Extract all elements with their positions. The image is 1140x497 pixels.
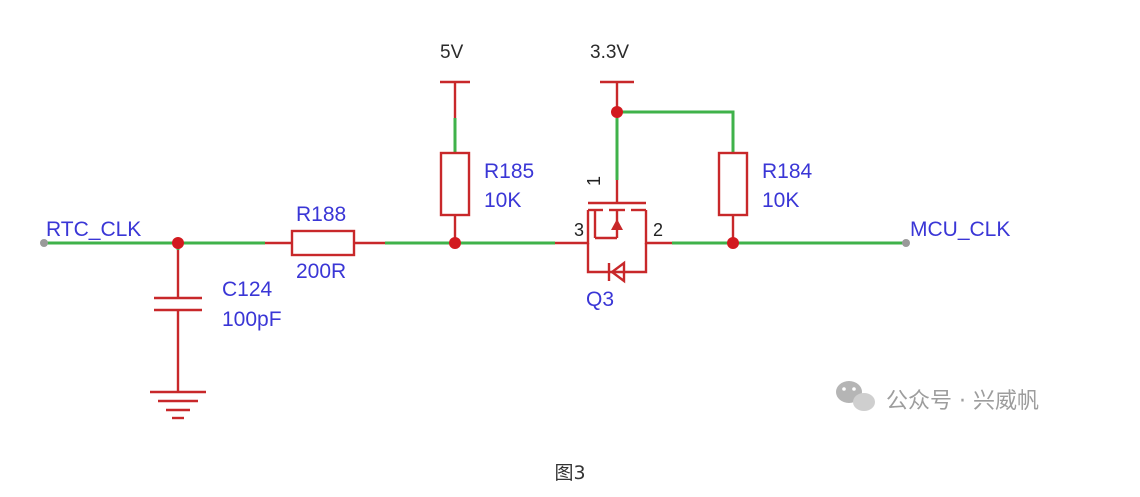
wire-3v3-to-r184 <box>617 110 735 153</box>
supply-3v3-label: 3.3V <box>590 42 629 63</box>
resistor-r188 <box>265 229 385 257</box>
r184-ref: R184 <box>762 160 813 183</box>
q3-pin-source: 3 <box>574 220 584 240</box>
q3-pin-drain: 2 <box>653 220 663 240</box>
ground-icon <box>150 390 206 420</box>
junction-r185 <box>449 237 461 249</box>
r184-value: 10K <box>762 189 799 212</box>
junction-r184 <box>727 237 739 249</box>
q3-pin-gate: 1 <box>584 176 604 186</box>
supply-5v-icon <box>440 80 470 118</box>
rtc-clk-label: RTC_CLK <box>46 218 141 241</box>
junction-dots <box>172 106 739 249</box>
wechat-icon <box>836 381 875 411</box>
r185-value: 10K <box>484 189 521 212</box>
r188-ref: R188 <box>296 203 346 226</box>
rtc-clk-port <box>40 239 48 247</box>
c124-ref: C124 <box>222 278 273 301</box>
watermark-text: 公众号 · 兴威帆 <box>886 389 1039 414</box>
mcu-clk-label: MCU_CLK <box>910 218 1010 241</box>
supply-5v-label: 5V <box>440 42 464 63</box>
junction-c124 <box>172 237 184 249</box>
junction-3v3 <box>611 106 623 118</box>
mosfet-q3 <box>555 180 672 284</box>
capacitor-c124 <box>154 250 202 392</box>
mcu-clk-port <box>902 239 910 247</box>
resistor-r184 <box>717 151 749 243</box>
resistor-r185 <box>439 151 471 243</box>
wires <box>44 110 906 250</box>
q3-ref: Q3 <box>586 288 614 311</box>
r185-ref: R185 <box>484 160 534 183</box>
figure-caption: 图3 <box>554 462 586 484</box>
r188-value: 200R <box>296 260 346 283</box>
c124-value: 100pF <box>222 308 282 331</box>
